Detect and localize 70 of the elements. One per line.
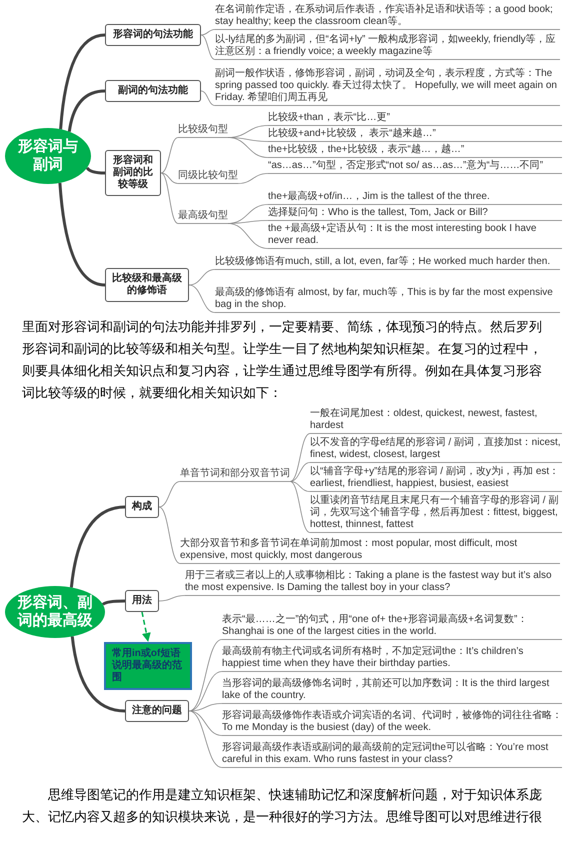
branch-text: 副词一般作状语，修饰形容词，副词，动词及全句，表示程度，方式等：The spring passed too quickly. 春天过得太快了。 Hopefully, we will meet again on Friday. 希望咱们周五再见 — [215, 68, 560, 106]
paragraph: 里面对形容词和副词的句法功能并排罗列，一定要精要、简练，体现预习的特点。然后罗列形容词和副词的比较等级和相关句型。让学生一目了然地构架知识框架。在复习的过程中，则要具体细化相关知识点和复习内容，让学生通过思维导图学有所得。例如在具体复习形容词比较等级的时候，就要细化相关知识如下： — [22, 318, 543, 402]
connector-line — [228, 137, 268, 142]
connector-line — [70, 506, 126, 588]
connector-line — [290, 462, 310, 482]
topic-box: 注意的问题 — [125, 700, 189, 722]
branch-text: the+最高级+of/in…，Jim is the tallest of the three. — [268, 191, 562, 205]
paragraph: 思维导图笔记的作用是建立知识框架、快速辅助记忆和深度解析问题，对于知识体系庞大、记忆内容又超多的知识模块来说，是一种很好的学习方法。思维导图可以对思维进行很 — [22, 786, 543, 826]
branch-label: 同级比较句型 — [178, 170, 238, 184]
connector-line — [158, 481, 180, 508]
branch-text: 比较级+than，表示“比…更” — [268, 112, 562, 126]
branch-text: 用于三者或三者以上的人或事物相比：Taking a plane is the fastest way but it’s also the most expensive. Is Daming the tallest boy in your class? — [185, 570, 560, 596]
topic-box: 形容词和副词的比较等级 — [105, 150, 161, 196]
topic-box: 用法 — [125, 590, 159, 612]
branch-text: 以-ly结尾的多为副词，但“名词+ly” 一般构成形容词，如weekly, friendly等，应注意区别：a friendly voice; a weekly magazine等 — [215, 34, 560, 60]
connector-line — [160, 172, 178, 224]
connector-line — [70, 636, 126, 712]
note-box: 常用in或of短语说明最高级的范围 — [104, 642, 192, 690]
branch-label: 最高级句型 — [178, 210, 228, 224]
connector-line — [238, 173, 268, 184]
branch-text: the +最高级+定语从句：It is the most interesting book I have never read. — [268, 223, 562, 249]
central-topic: 形容词与副词 — [5, 128, 91, 184]
branch-text: 比较级+and+比较级， 表示“越来越…” — [268, 128, 562, 142]
branch-text: 形容词最高级作表语或副词的最高级前的定冠词the可以省略：You’re most careful in this exam. Who runs fastest in your class? — [222, 742, 562, 768]
branch-text: 以“辅音字母+y”结尾的形容词 / 副词，改y为i，再加 est：earliest, friendliest, happiest, busiest, easiest — [310, 466, 562, 492]
branch-text: 当形容词的最高级修饰名词时，其前还可以加序数词：It is the third largest lake of the country. — [222, 678, 562, 704]
connector-line — [68, 90, 106, 132]
branch-text: 在名词前作定语，在系动词后作表语，作宾语补足语和状语等；a good book; stay healthy; keep the classroom clean等。 — [215, 4, 560, 30]
connector-line — [188, 639, 222, 712]
branch-text: 最高级的修饰语有 almost, by far, much等，This is by far the most expensive bag in the shop. — [215, 287, 560, 313]
topic-box: 比较级和最高级的修饰语 — [105, 268, 189, 302]
connector-line — [188, 710, 222, 768]
connector-line — [200, 90, 216, 106]
branch-text: 最高级前有物主代词或名词所有格时，不加定冠词the：It’s children’s happiest time when they have their birthday parties. — [222, 646, 562, 672]
connector-line — [158, 595, 186, 602]
branch-text: “as…as…”句型，否定形式“not so/ as…as…”意为“与……不同” — [268, 160, 562, 174]
topic-box: 形容词的句法功能 — [105, 24, 201, 46]
connector-line — [200, 29, 216, 36]
branch-text: 选择疑问句：Who is the tallest, Tom, Jack or Bill? — [268, 207, 562, 221]
connector-line — [228, 137, 268, 158]
branch-text: 一般在词尾加est：oldest, quickest, newest, fastest, hardest — [310, 408, 562, 434]
branch-label: 单音节词和部分双音节词 — [180, 468, 290, 482]
connector-line — [158, 506, 180, 564]
branch-text: 比较级修饰语有much, still, a lot, even, far等；He worked much harder then. — [215, 256, 560, 270]
connector-line — [188, 284, 216, 313]
connector-line — [200, 34, 216, 60]
connector-line — [290, 433, 310, 482]
connector-line — [290, 481, 310, 533]
connector-line — [188, 710, 222, 736]
branch-text: 大部分双音节和多音节词在单词前加most：most popular, most difficult, most expensive, most quickly, most dangerous — [180, 538, 560, 564]
branch-text: 以重读闭音节结尾且末尾只有一个辅音字母的形容词 / 副词，先双写这个辅音字母，然后再加est：fittest, biggest, hottest, thinnest, fattest — [310, 495, 562, 533]
branch-text: 形容词最高级修饰作表语或介词宾语的名词、代词时，被修饰的词往往省略：To me Monday is the busiest (day) of the week. — [222, 710, 562, 736]
connector-line — [59, 34, 106, 130]
connector-line — [86, 166, 106, 174]
topic-box: 副词的句法功能 — [105, 80, 201, 102]
connector-line — [228, 223, 268, 249]
connector-line — [188, 269, 216, 286]
topic-box: 构成 — [125, 496, 159, 518]
connector-line — [290, 481, 310, 492]
branch-text: 表示“最……之一”的句式，用“one of+ the+形容词最高级+名词复数”：Shanghai is one of the largest cities in the world. — [222, 614, 562, 640]
connector-line — [228, 220, 268, 224]
connector-line — [58, 182, 106, 286]
central-topic: 形容词、副词的最高级 — [5, 586, 105, 638]
branch-label: 比较级句型 — [178, 124, 228, 138]
connector-line — [160, 172, 178, 184]
branch-text: the+比较级，the+比较级，表示“越…，越…” — [268, 144, 562, 158]
arrow — [141, 612, 151, 642]
connector-line — [160, 137, 178, 174]
branch-text: 以不发音的字母e结尾的形容词 / 副词，直接加st：nicest, finest, widest, closest, largest — [310, 437, 562, 463]
connector-line — [102, 600, 126, 606]
